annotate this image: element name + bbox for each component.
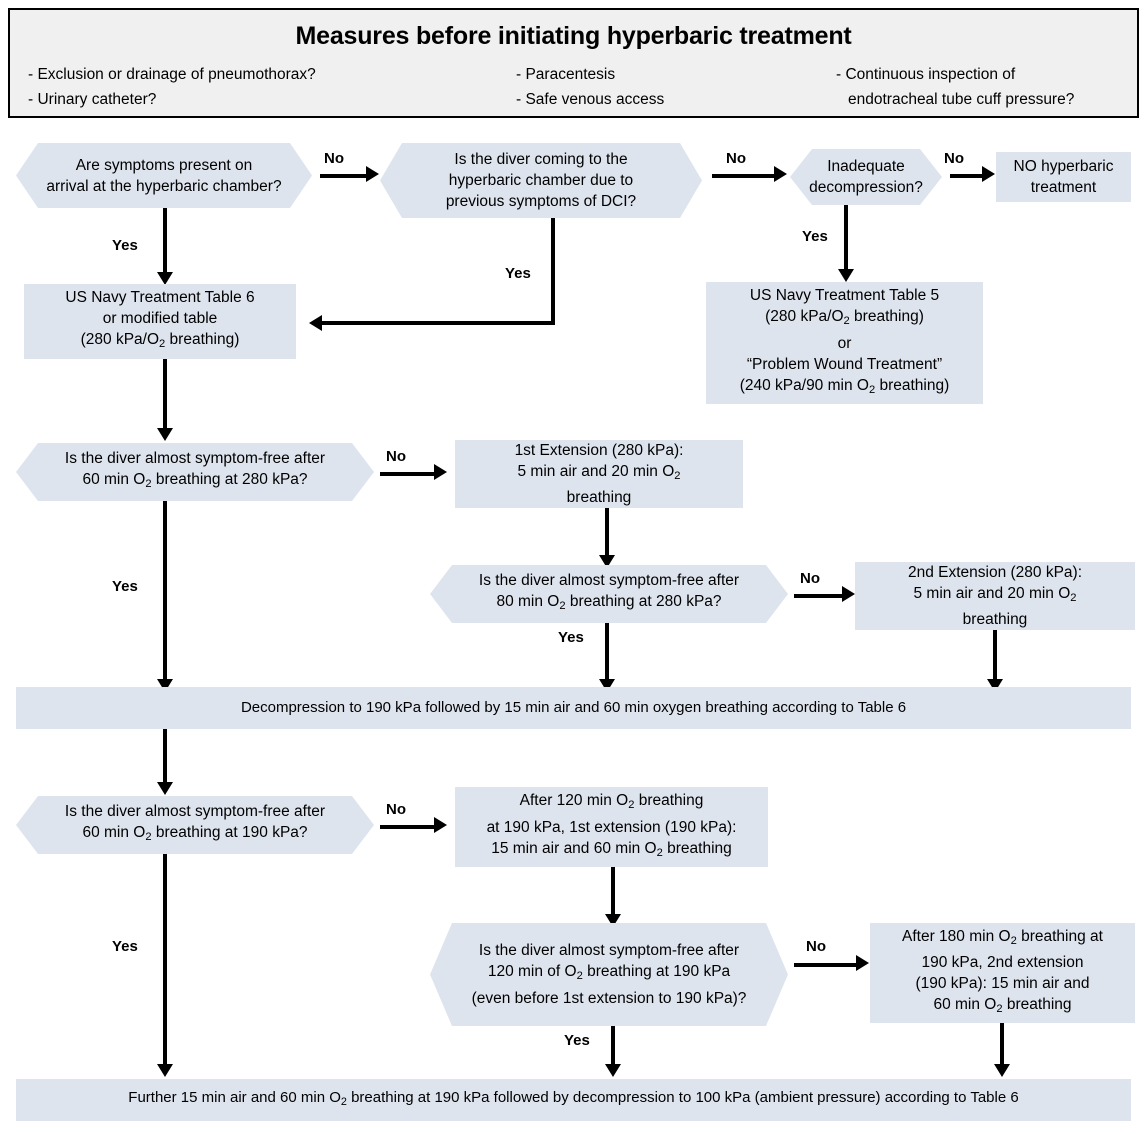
edge-label-no-5: No [800,570,820,587]
edge-line-ext1-190-down [611,867,615,915]
edge-line-table6-down [163,359,167,429]
header-item-continuous-inspection: - Continuous inspection of [836,66,1016,83]
page-title: Measures before initiating hyperbaric tr… [295,22,852,50]
edge-label-yes-4: Yes [112,578,138,595]
edge-arrow-no-6 [434,817,447,833]
edge-line-decomp-down [163,729,167,783]
edge-label-yes-2: Yes [505,265,531,282]
edge-line-no-6 [380,825,434,829]
edge-line-no-5 [794,594,842,598]
header-item-paracentesis: - Paracentesis [516,66,616,83]
edge-line-no-7 [794,963,856,967]
edge-arrow-decomp-down [157,782,173,795]
header-item-cuff-pressure: endotracheal tube cuff pressure? [848,91,1075,108]
edge-arrow-yes-2 [309,315,322,331]
node-extension-2-280[interactable]: 2nd Extension (280 kPa):5 min air and 20… [855,562,1135,630]
header-panel: Measures before initiating hyperbaric tr… [8,8,1139,118]
edge-line-yes-4 [163,501,167,681]
edge-label-no-6: No [386,801,406,818]
edge-line-no-2 [712,174,774,178]
node-decompression-190[interactable]: Decompression to 190 kPa followed by 15 … [16,687,1131,729]
edge-line-yes-1 [163,208,167,273]
node-extension-1-280[interactable]: 1st Extension (280 kPa):5 min air and 20… [455,440,743,508]
edge-arrow-no-7 [856,955,869,971]
edge-label-no-4: No [386,448,406,465]
edge-label-yes-6: Yes [112,938,138,955]
edge-line-ext1-280-down [605,508,609,556]
edge-arrow-ext2-190-down [994,1064,1010,1077]
header-column-3: - Continuous inspection of endotracheal … [836,62,1074,112]
edge-line-yes-5 [605,623,609,681]
node-table-5[interactable]: US Navy Treatment Table 5(280 kPa/O2 bre… [706,282,983,404]
edge-arrow-no-1 [366,166,379,182]
edge-arrow-yes-1 [157,272,173,285]
node-final-decompression[interactable]: Further 15 min air and 60 min O2 breathi… [16,1079,1131,1121]
edge-line-yes-7 [611,1026,615,1066]
edge-arrow-no-2 [774,166,787,182]
edge-arrow-ext1-280-down [599,555,615,568]
edge-label-yes-7: Yes [564,1032,590,1049]
header-item-urinary-catheter: - Urinary catheter? [28,91,157,108]
edge-label-no-7: No [806,938,826,955]
header-item-venous-access: - Safe venous access [516,91,665,108]
edge-line-yes-2-vertical [551,218,555,325]
edge-arrow-no-5 [842,586,855,602]
edge-line-no-3 [950,174,982,178]
edge-line-no-4 [380,472,434,476]
edge-label-no-2: No [726,150,746,167]
edge-line-ext2-190-down [1000,1023,1004,1066]
edge-arrow-yes-6 [157,1064,173,1077]
header-item-pneumothorax: - Exclusion or drainage of pneumothorax? [28,66,316,83]
edge-line-yes-6 [163,854,167,1066]
header-column-2: - Paracentesis - Safe venous access [516,62,664,112]
edge-label-no-3: No [944,150,964,167]
edge-line-ext2-280-down [993,630,997,681]
edge-line-yes-3 [844,205,848,270]
header-column-1: - Exclusion or drainage of pneumothorax?… [28,62,316,112]
edge-label-no-1: No [324,150,344,167]
edge-arrow-no-4 [434,464,447,480]
edge-line-no-1 [320,174,366,178]
edge-arrow-table6-down [157,428,173,441]
edge-arrow-yes-3 [838,269,854,282]
edge-line-yes-2-horizontal [322,321,555,325]
edge-label-yes-1: Yes [112,237,138,254]
edge-label-yes-5: Yes [558,629,584,646]
edge-arrow-yes-7 [605,1064,621,1077]
edge-arrow-no-3 [982,166,995,182]
edge-label-yes-3: Yes [802,228,828,245]
